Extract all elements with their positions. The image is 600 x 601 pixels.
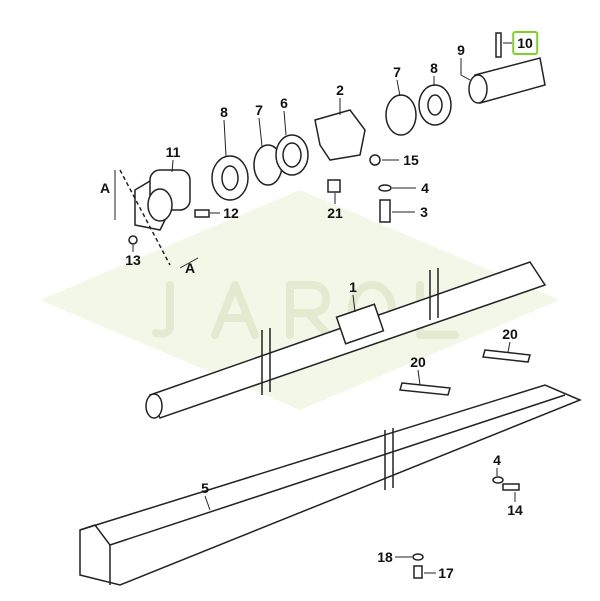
callout-18[interactable]: 18 bbox=[377, 549, 393, 565]
callout-10[interactable]: 10 bbox=[512, 31, 538, 55]
shaft-part-1 bbox=[145, 261, 547, 419]
callout-14[interactable]: 14 bbox=[507, 502, 523, 518]
screw-part-17 bbox=[413, 565, 423, 579]
callout-4[interactable]: 4 bbox=[493, 452, 501, 468]
bearing-part-6 bbox=[275, 134, 309, 176]
pin-part-10 bbox=[495, 32, 502, 58]
washer-part-4b bbox=[492, 476, 504, 484]
callout-7[interactable]: 7 bbox=[393, 64, 401, 80]
seal-part-8b bbox=[211, 155, 249, 201]
nut-part-13 bbox=[128, 235, 138, 245]
bolt-part-3 bbox=[379, 199, 391, 223]
bracket-part-20a bbox=[482, 349, 531, 363]
ring-part-7a bbox=[385, 94, 417, 136]
callout-4[interactable]: 4 bbox=[421, 180, 429, 196]
section-marker-a: A bbox=[99, 180, 111, 196]
seal-part-8a bbox=[418, 84, 452, 126]
callout-9[interactable]: 9 bbox=[457, 42, 465, 58]
callout-6[interactable]: 6 bbox=[280, 95, 288, 111]
callout-11[interactable]: 11 bbox=[165, 144, 181, 160]
watermark-diamond bbox=[40, 190, 560, 410]
washer-part-18 bbox=[412, 553, 424, 561]
callout-20[interactable]: 20 bbox=[502, 326, 518, 342]
leader-lines bbox=[114, 42, 516, 574]
bolt-part-14 bbox=[502, 483, 520, 491]
callout-21[interactable]: 21 bbox=[327, 205, 343, 221]
callout-7[interactable]: 7 bbox=[255, 102, 263, 118]
callout-8[interactable]: 8 bbox=[220, 104, 228, 120]
callout-8[interactable]: 8 bbox=[430, 60, 438, 76]
callout-1[interactable]: 1 bbox=[349, 279, 357, 295]
callout-20[interactable]: 20 bbox=[410, 354, 426, 370]
bolt-part-12 bbox=[194, 209, 210, 218]
watermark-logo bbox=[152, 281, 459, 339]
washer-part-4a bbox=[378, 184, 392, 192]
beam-part-5 bbox=[79, 384, 582, 586]
callout-3[interactable]: 3 bbox=[420, 204, 428, 220]
callout-5[interactable]: 5 bbox=[201, 480, 209, 496]
housing-part-11 bbox=[119, 169, 191, 266]
bracket-part-2 bbox=[314, 109, 366, 161]
callout-12[interactable]: 12 bbox=[223, 205, 239, 221]
callout-2[interactable]: 2 bbox=[336, 82, 344, 98]
bracket-part-20b bbox=[399, 382, 451, 396]
spacer-part-21 bbox=[327, 179, 341, 193]
callout-17[interactable]: 17 bbox=[438, 565, 454, 581]
callout-15[interactable]: 15 bbox=[403, 152, 419, 168]
section-marker-a: A bbox=[184, 260, 196, 276]
callout-13[interactable]: 13 bbox=[125, 252, 141, 268]
bolt-part-15 bbox=[369, 154, 381, 166]
